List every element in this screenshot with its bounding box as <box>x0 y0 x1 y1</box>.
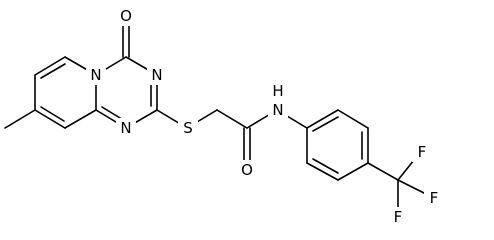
bond-methyl <box>4 109 36 129</box>
atom-f-bottom: F <box>394 208 403 226</box>
bond-benz-1 <box>306 109 339 129</box>
atom-f-right: F <box>430 189 439 207</box>
bond-pyr-6-double <box>40 106 65 122</box>
atom-n-upper: N <box>151 66 162 84</box>
structure-canvas: O N N N S N H O F F F <box>4 6 444 227</box>
atom-o-amide: O <box>241 161 253 179</box>
atom-labels: O N N N S N H O F F F <box>86 6 444 227</box>
molecule-diagram: O N N N S N H O F F F <box>4 6 444 227</box>
bond-pyr-2 <box>34 56 66 76</box>
bond-benz-2 <box>337 109 369 129</box>
bond-benz-5-double <box>312 158 339 174</box>
bond-benz-1-double <box>312 116 339 132</box>
bond-pyr-6 <box>34 109 66 129</box>
atom-s-thioether: S <box>183 119 193 137</box>
bond-benz-4 <box>337 162 369 181</box>
bond-ch2-c <box>216 109 248 129</box>
bond-c-f-right <box>397 179 429 196</box>
atom-n-fused: N <box>90 66 101 84</box>
bond-aryl-cf3 <box>367 162 399 181</box>
atom-n-lower: N <box>120 119 131 137</box>
bond-pyr-2-double <box>40 63 66 79</box>
atom-f-top: F <box>418 143 427 161</box>
bonds <box>4 23 429 209</box>
atom-h-amide: H <box>272 82 283 100</box>
atom-n-amide: N <box>272 101 283 119</box>
atom-o-carbonyl: O <box>120 7 132 25</box>
bond-benz-5 <box>306 162 339 181</box>
bond-pyr-5 <box>64 109 97 129</box>
